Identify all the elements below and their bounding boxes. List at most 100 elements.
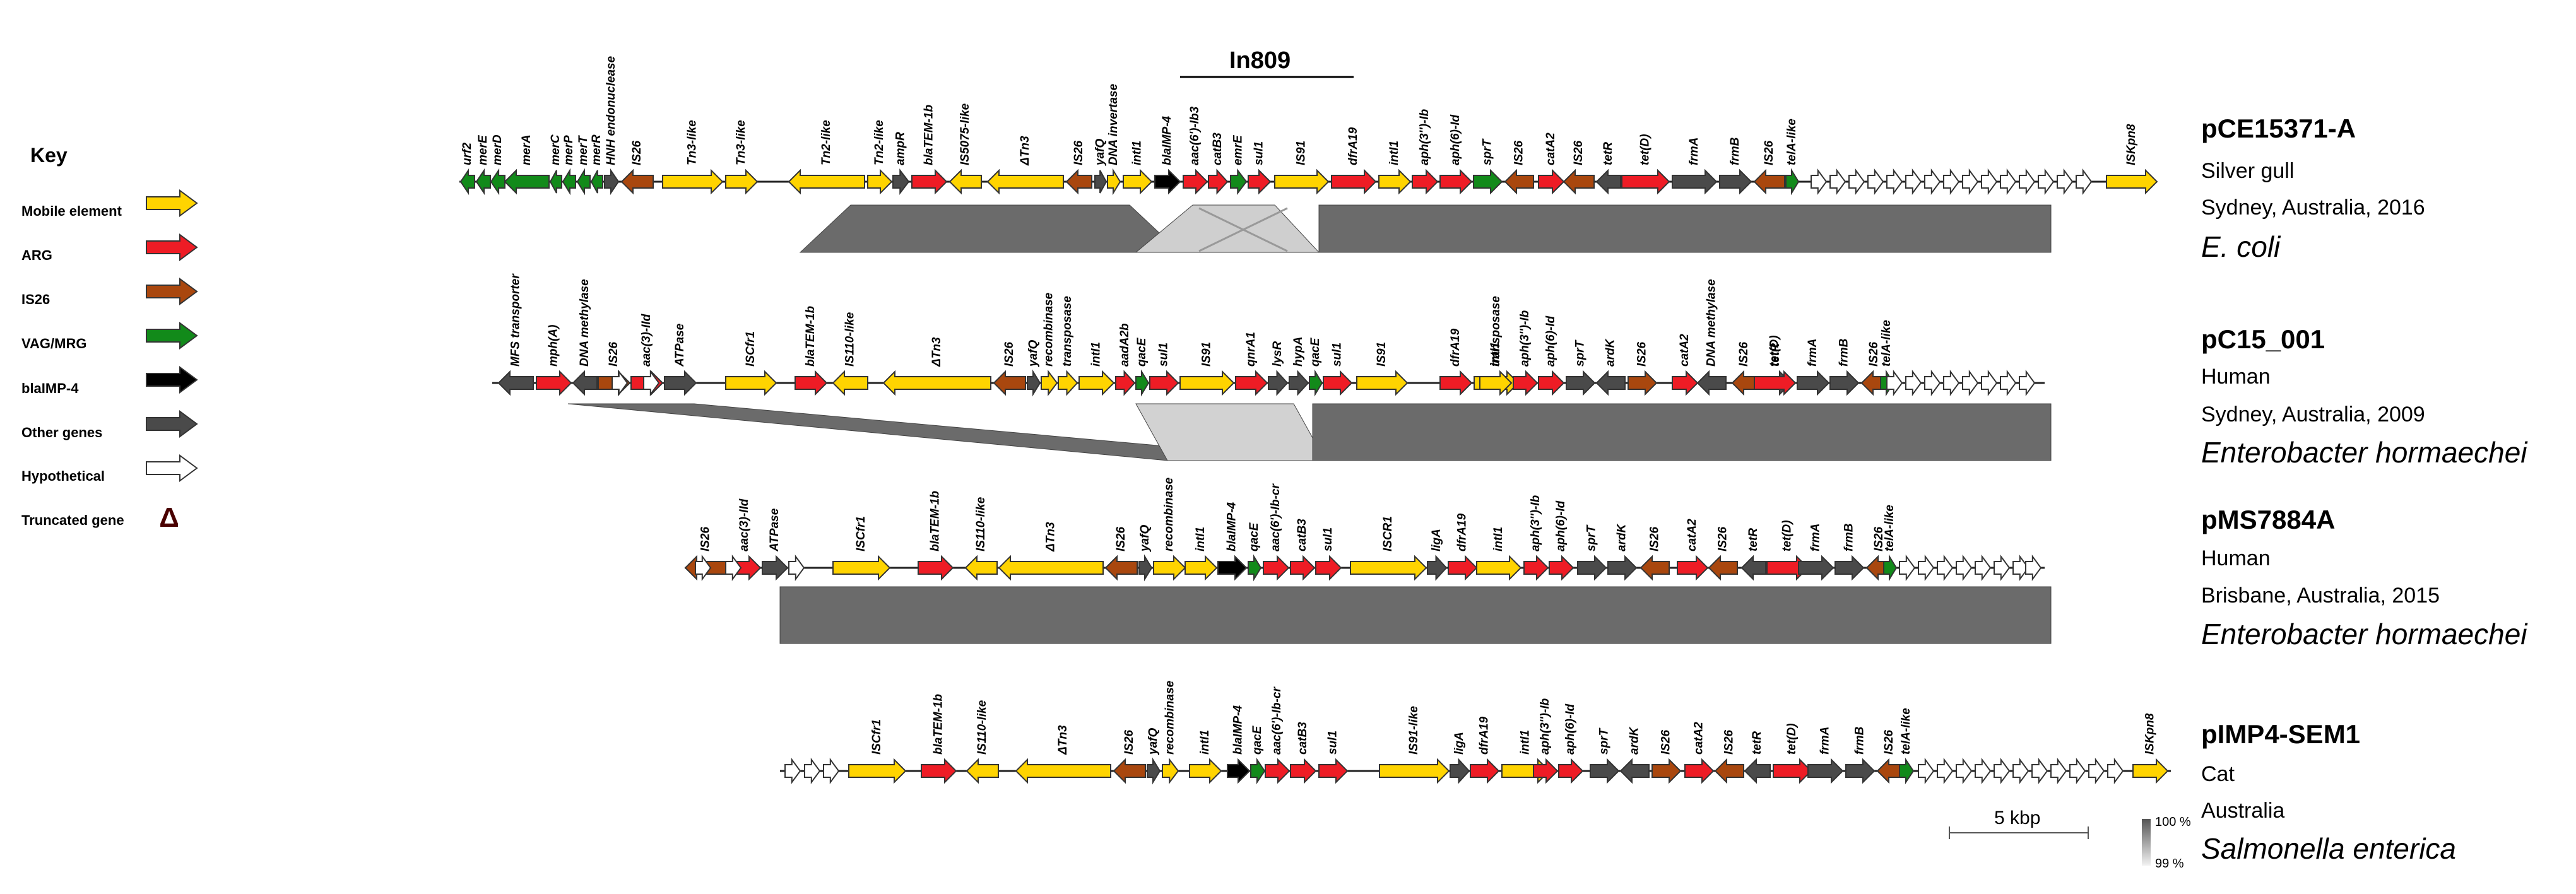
gene-sul1-t3 xyxy=(1315,555,1342,581)
gene-iscfr1-t3 xyxy=(832,555,891,581)
gene-label-ardk-t2: ardK xyxy=(1604,338,1617,367)
hypothetical-gene-t4-8 xyxy=(1994,757,2011,785)
gene-label-is5075-like-t1: IS5075-like xyxy=(959,103,972,165)
gene-merp-t1 xyxy=(562,168,576,196)
gene-aac-6-ib-cr-t3 xyxy=(1263,555,1290,581)
gene-label-tetr-t2: tetR xyxy=(1769,343,1782,367)
gene-label-tn3-t4: ΔTn3 xyxy=(1056,725,1070,755)
gene-inti1-t2 xyxy=(1078,370,1115,396)
gene-label-ardk-t3: ardK xyxy=(1616,523,1629,551)
gene-label-is91-t1: IS91 xyxy=(1295,141,1308,165)
gene-label-is26-t4: IS26 xyxy=(1882,729,1896,755)
gene-is26-t4 xyxy=(1113,758,1146,784)
plasmid-location-4: Australia xyxy=(2201,799,2285,823)
gene-lysr-t2 xyxy=(1268,370,1289,396)
hypothetical-gene-t1-7 xyxy=(1924,168,1941,196)
gene-dna-invertase-t1 xyxy=(1107,168,1121,196)
identity-high-label: 100 % xyxy=(2155,815,2191,829)
plasmid-species-2: Enterobacter hormaechei xyxy=(2201,436,2527,469)
hypothetical-gene-t4-9 xyxy=(2012,757,2029,785)
hypothetical-gene-t2-1 xyxy=(612,369,629,397)
gene-iskpn8-t4 xyxy=(2132,758,2169,784)
gene-mera-t1 xyxy=(504,168,550,195)
gene-label-aada2b-t2: aadA2b xyxy=(1118,323,1131,367)
hypothetical-gene-t1-6 xyxy=(1905,168,1922,196)
gene-cata2-t2 xyxy=(1672,370,1699,396)
gene-qace-t3 xyxy=(1248,554,1262,582)
hypothetical-gene-t4-11 xyxy=(2050,757,2067,785)
gene-merc-t1 xyxy=(549,170,562,194)
gene-tela-like-t1 xyxy=(1785,168,1800,196)
gene-label-frma-t1: frmA xyxy=(1687,138,1701,165)
gene-sprt-t3 xyxy=(1577,555,1607,581)
hypothetical-gene-t2-4 xyxy=(1905,369,1922,397)
legend-label-hypothetical: Hypothetical xyxy=(21,468,105,484)
gene-tetr-t3 xyxy=(1740,555,1766,581)
gene-label-aph-3-ib-t4: aph(3'')-Ib xyxy=(1539,698,1552,755)
gene-dfra19-t1 xyxy=(1331,168,1377,195)
plasmid-host-3: Human xyxy=(2201,546,2271,570)
gene-label-aph-6-id-t2: aph(6)-Id xyxy=(1544,315,1557,367)
gene-label-tn3-like-t1: Tn3-like xyxy=(686,120,699,165)
gene-tn3-like-t1 xyxy=(662,168,724,195)
gene-tn3-t4 xyxy=(1015,758,1111,784)
gene-label-is26-t2: IS26 xyxy=(607,341,620,367)
legend-label-other-genes: Other genes xyxy=(21,425,103,440)
plasmid-host-1: Silver gull xyxy=(2201,159,2295,183)
hypothetical-gene-t2-8 xyxy=(1981,369,1998,397)
gene-label-ardk-t4: ardK xyxy=(1628,726,1641,755)
hypothetical-gene-t4-7 xyxy=(1975,757,1992,785)
gene-label-blaimp-4-t1: blaIMP-4 xyxy=(1161,115,1174,165)
gene-aph-6-id-t4 xyxy=(1558,758,1584,784)
gene-tn3-t2 xyxy=(882,370,991,396)
gene-label-is26-t2: IS26 xyxy=(1003,341,1016,367)
gene-label-aac-6-ib3-t1: aac(6')-Ib3 xyxy=(1188,106,1202,165)
gene-recombinase-t3 xyxy=(1153,555,1186,581)
gene-label-yafq-t3: yafQ xyxy=(1138,525,1152,552)
plasmid-location-1: Sydney, Australia, 2016 xyxy=(2201,196,2425,220)
gene-tet-d-t4 xyxy=(1773,758,1812,784)
gene-label-frma-t2: frmA xyxy=(1806,339,1819,367)
gene-ardk-t2 xyxy=(1595,370,1626,396)
comparison-ribbon-5 xyxy=(1135,403,1326,461)
gene-label-sul1-t2: sul1 xyxy=(1157,343,1171,367)
gene-tet-d-t1 xyxy=(1621,168,1670,195)
gene-catb3-t4 xyxy=(1290,758,1317,784)
hypothetical-gene-t4-4 xyxy=(1918,757,1935,785)
gene-emre-t1 xyxy=(1230,168,1248,195)
legend-label-is26: IS26 xyxy=(21,291,50,307)
gene-tela-like-t4 xyxy=(1899,757,1915,785)
gene-label-iskpn8-t1: ISKpn8 xyxy=(2125,124,2138,165)
gene-label-merd-t1: merD xyxy=(491,134,504,165)
hypothetical-gene-t4-6 xyxy=(1956,757,1973,785)
gene-iscr1-t3 xyxy=(1350,555,1427,581)
plasmid-name-4: pIMP4-SEM1 xyxy=(2201,719,2361,749)
gene-sprt-t4 xyxy=(1590,758,1620,784)
gene-atpase-t2 xyxy=(664,370,697,396)
gene-is26-t1 xyxy=(1563,168,1595,195)
gene-cata2-t4 xyxy=(1684,758,1715,784)
hypothetical-gene-t3-8 xyxy=(1975,554,1992,582)
gene-liga-t4 xyxy=(1450,758,1470,784)
gene-dna-methylase-t2 xyxy=(572,370,598,396)
gene-label-is91-like-t4: IS91-like xyxy=(1407,705,1421,755)
gene-label-sul1-t2: sul1 xyxy=(1331,343,1344,367)
gene-aph-6-id-t3 xyxy=(1549,555,1575,581)
gene-label-recombinase-t2: recombinase xyxy=(1043,292,1056,367)
gene-tn2-like-t1 xyxy=(788,168,865,195)
legend-swatches: Δ xyxy=(146,189,198,533)
gene-label-tetr-t3: tetR xyxy=(1747,528,1760,551)
legend-arrow-other xyxy=(146,410,198,438)
gene-sprt-t2 xyxy=(1566,370,1596,396)
gene-recombinase-t2 xyxy=(1041,370,1058,396)
gene-label-is26-t2: IS26 xyxy=(1867,341,1881,367)
gene-label-is26-t1: IS26 xyxy=(1572,140,1585,165)
hypothetical-gene-t1-12 xyxy=(2019,168,2036,196)
gene-label-recombinase-t4: recombinase xyxy=(1164,680,1177,755)
hypothetical-gene-t4-3 xyxy=(823,757,840,785)
gene-frma-t4 xyxy=(1807,758,1844,784)
hypothetical-gene-t1-8 xyxy=(1943,168,1960,196)
legend-label-mobile-element: Mobile element xyxy=(21,203,122,219)
gene-label-mph-a-t2: mph(A) xyxy=(547,325,560,367)
